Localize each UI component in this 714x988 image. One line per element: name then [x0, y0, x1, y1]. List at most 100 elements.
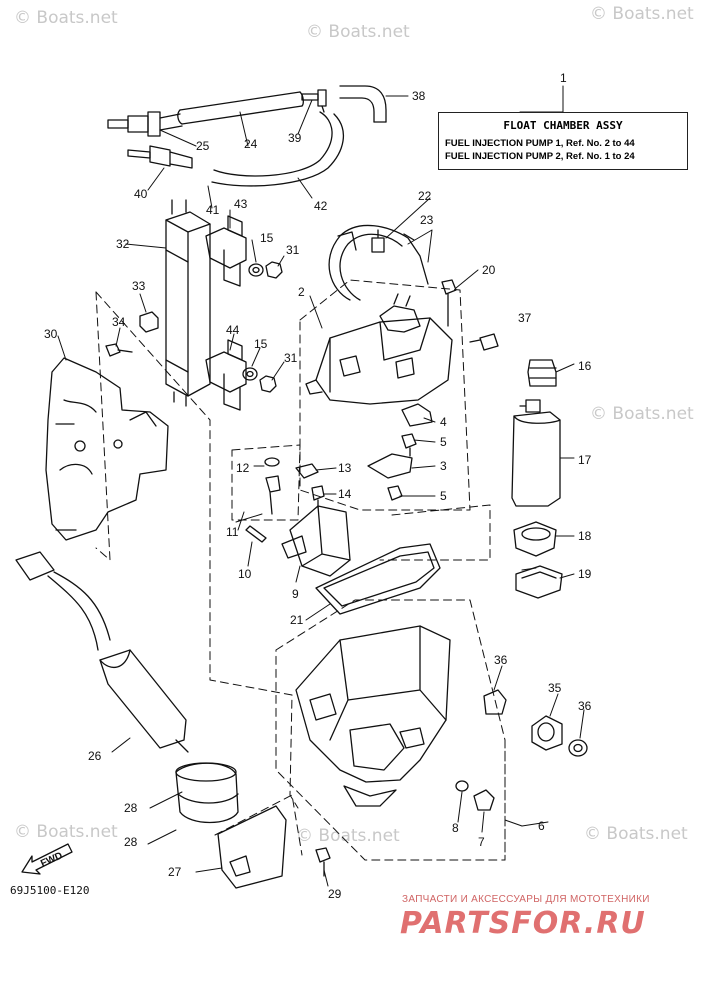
ref-label: 35 [548, 681, 562, 695]
part-34-bolt [105, 343, 133, 357]
part-21-gasket [315, 543, 441, 615]
watermark: © Boats.net [14, 8, 118, 28]
part-14-screw [311, 485, 325, 509]
part-25-connector [107, 111, 183, 137]
ref-label: 25 [196, 139, 210, 153]
ref-label: 42 [314, 199, 328, 213]
ref-label: 2 [298, 285, 305, 299]
ref-label: 10 [238, 567, 252, 581]
ref-label: 5 [440, 489, 447, 503]
ref-label: 9 [292, 587, 299, 601]
ref-label: 28 [124, 801, 138, 815]
ref-label: 7 [478, 835, 485, 849]
ref-label: 33 [132, 279, 146, 293]
assembly-boundary-chamber-body [275, 599, 506, 861]
part-15-washer [248, 263, 264, 277]
part-39-fitting [301, 89, 327, 113]
part-16-cap [527, 359, 557, 387]
ref-label: 44 [226, 323, 240, 337]
part-6-chamber-body [295, 625, 451, 807]
part-43-bracket [205, 215, 247, 287]
ref-label: 22 [418, 189, 432, 203]
part-26-fuel-pump [15, 551, 189, 753]
part-8-washer [455, 780, 469, 792]
ref-label: 11 [226, 525, 239, 539]
part-13-clip [295, 463, 319, 479]
ref-label: 32 [116, 237, 130, 251]
ref-label: 19 [578, 567, 592, 581]
ref-label: 36 [494, 653, 508, 667]
ref-label: 16 [578, 359, 592, 373]
ref-label: 15 [254, 337, 268, 351]
assembly-legend: FLOAT CHAMBER ASSY FUEL INJECTION PUMP 1… [438, 112, 688, 170]
watermark: © Boats.net [584, 824, 688, 844]
part-32-canister [165, 199, 211, 407]
part-10-pin [245, 525, 267, 543]
fwd-arrow-icon: FWD [18, 838, 78, 883]
part-42-hose [211, 111, 344, 187]
part-31-nut [265, 261, 283, 279]
watermark: © Boats.net [296, 826, 400, 846]
ref-label: 31 [286, 243, 300, 257]
part-27-holder [217, 805, 287, 889]
part-36-plug [483, 689, 507, 715]
part-3-clamp [367, 453, 413, 479]
ref-label: 8 [452, 821, 459, 835]
part-38-hose [339, 85, 387, 123]
watermark: © Boats.net [590, 404, 694, 424]
ref-label: 15 [260, 231, 274, 245]
ref-label: 28 [124, 835, 138, 849]
assembly-boundary-needle [231, 444, 301, 521]
part-31-nut [259, 375, 277, 393]
assembly-boundary-pump-2 [95, 291, 299, 809]
brand-logo: PARTSFOR.RU [400, 906, 646, 941]
ref-label: 1 [560, 71, 567, 85]
ref-label: 12 [236, 461, 250, 475]
ref-label: 20 [482, 263, 496, 277]
ref-label: 23 [420, 213, 434, 227]
ref-label: 4 [440, 415, 447, 429]
part-35-grommet [531, 715, 563, 751]
ref-label: 40 [134, 187, 148, 201]
part-44-bracket [205, 339, 247, 411]
part-2-float-assembly [305, 293, 453, 405]
ref-label: 3 [440, 459, 447, 473]
part-28-sleeve [175, 762, 239, 824]
ref-label: 6 [538, 819, 545, 833]
ref-label: 18 [578, 529, 592, 543]
watermark: © Boats.net [306, 22, 410, 42]
watermark: © Boats.net [590, 4, 694, 24]
ref-label: 27 [168, 865, 182, 879]
part-37-fitting [469, 333, 499, 351]
ref-label: 13 [338, 461, 352, 475]
legend-line: FUEL INJECTION PUMP 1, Ref. No. 2 to 44 [445, 138, 635, 149]
legend-line: FUEL INJECTION PUMP 2, Ref. No. 1 to 24 [445, 151, 635, 162]
part-20-screw [441, 279, 457, 327]
ref-label: 39 [288, 131, 302, 145]
ref-label: 30 [44, 327, 58, 341]
part-36-cap [568, 739, 588, 757]
watermark: © Boats.net [14, 822, 118, 842]
part-11-needle [265, 475, 281, 515]
part-5-screw [401, 433, 417, 457]
diagram-code: 69J5100-E120 [10, 884, 90, 897]
part-40-connector [127, 145, 193, 169]
ref-label: 21 [290, 613, 304, 627]
part-4-float-lever [401, 403, 433, 427]
part-15-washer [242, 367, 258, 381]
part-12-oring [264, 457, 280, 467]
ref-label: 29 [328, 887, 342, 901]
legend-title: FLOAT CHAMBER ASSY [503, 119, 623, 132]
ref-label: 34 [112, 315, 126, 329]
brand-subtitle: ЗАПЧАСТИ И АКСЕССУАРЫ ДЛЯ МОТОТЕХНИКИ [402, 894, 650, 905]
ref-label: 37 [518, 311, 532, 325]
ref-label: 5 [440, 435, 447, 449]
part-9-float [281, 505, 351, 577]
ref-label: 38 [412, 89, 426, 103]
ref-label: 36 [578, 699, 592, 713]
part-29-bolt [315, 847, 331, 877]
ref-label: 31 [284, 351, 298, 365]
ref-label: 24 [244, 137, 258, 151]
part-19-holder [515, 565, 563, 599]
